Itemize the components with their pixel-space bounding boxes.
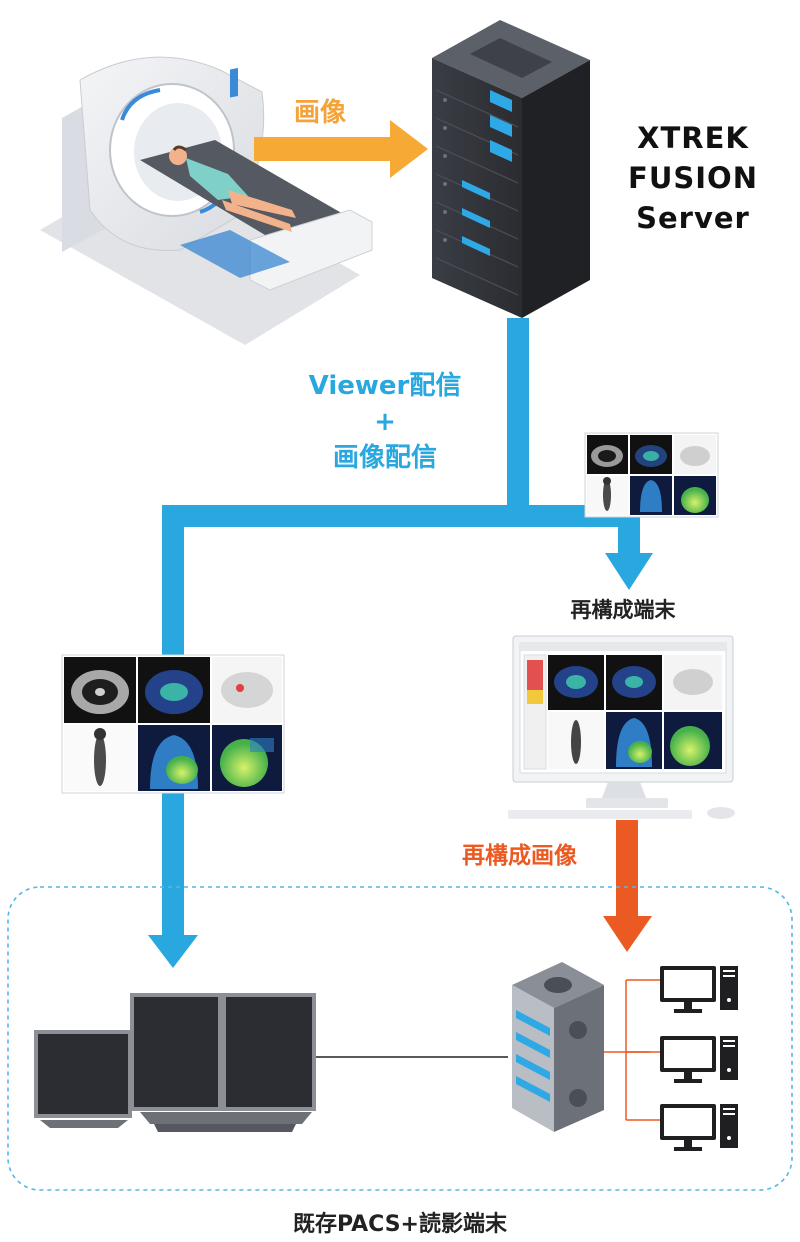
viewer-label-line2: + — [374, 407, 396, 437]
viewer-label-line3: 画像配信 — [332, 443, 437, 473]
recon-image-arrow — [603, 820, 652, 952]
client-pc-3 — [660, 1104, 738, 1151]
patient-figure — [169, 145, 296, 232]
pacs-dashed-boundary — [7, 886, 793, 1191]
thumbnail-grid-large — [61, 654, 285, 794]
server-label-line1: XTREK — [637, 121, 749, 155]
ct-scanner-illustration — [40, 56, 373, 345]
thumbnail-grid-small — [584, 432, 719, 518]
client-pc-2 — [660, 1036, 738, 1083]
image-flow-label: 画像 — [294, 98, 347, 128]
reconstruction-terminal-monitor — [508, 635, 735, 819]
client-pc-1 — [660, 966, 738, 1013]
reading-terminal-monitors — [34, 993, 508, 1132]
viewer-label-line1: Viewer配信 — [308, 371, 462, 401]
pacs-label: 既存PACS+読影端末 — [293, 1212, 507, 1237]
server-label-line3: Server — [636, 201, 750, 235]
server-label: XTREK FUSION Server — [628, 118, 758, 238]
image-flow-arrow — [254, 120, 428, 178]
viewer-distribution-label: Viewer配信 + 画像配信 — [270, 368, 500, 476]
server-label-line2: FUSION — [628, 161, 758, 195]
recon-image-label: 再構成画像 — [462, 843, 577, 869]
recon-terminal-label: 再構成端末 — [570, 598, 676, 622]
distribution-line — [148, 318, 653, 968]
xtrek-fusion-server-rack — [432, 20, 590, 318]
pacs-server — [512, 962, 660, 1132]
